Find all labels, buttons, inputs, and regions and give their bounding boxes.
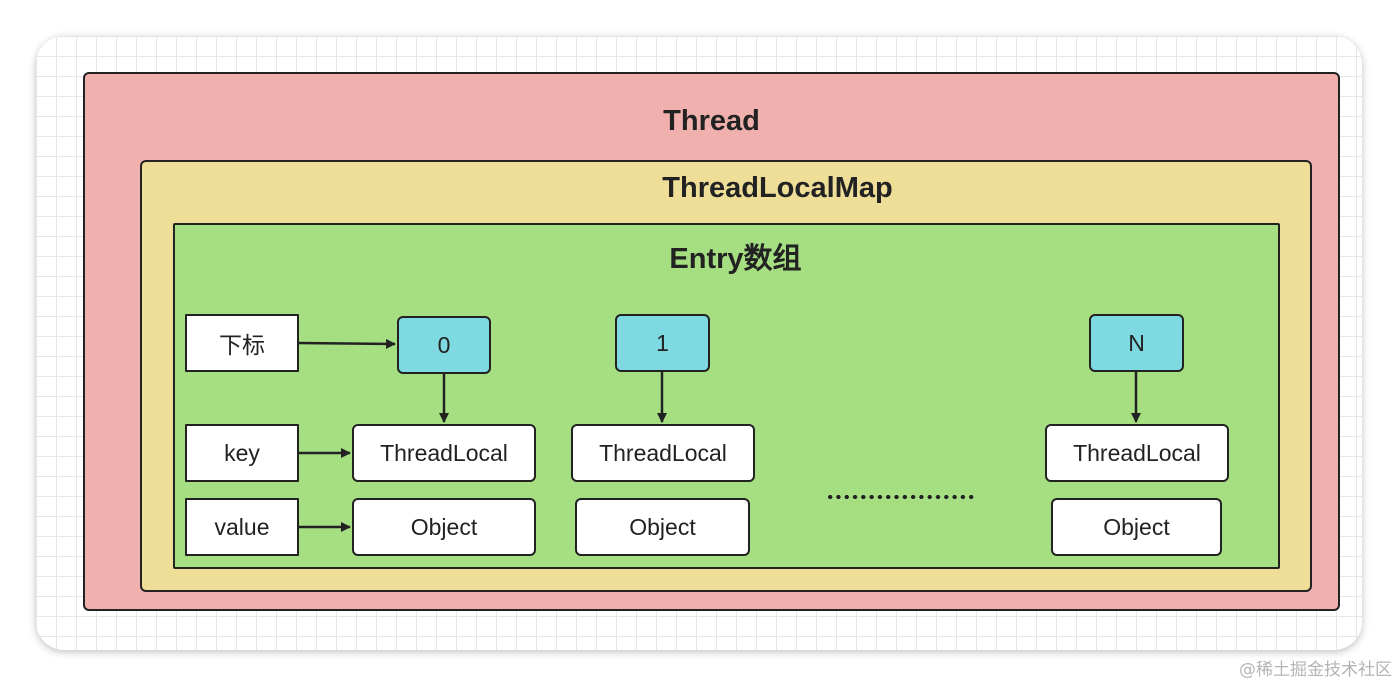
slot-0-key: ThreadLocal — [352, 424, 536, 482]
slot-0-value: Object — [352, 498, 536, 556]
slot-1-index: 1 — [615, 314, 710, 372]
index-row-label: 下标 — [185, 314, 299, 372]
slot-n-index: N — [1089, 314, 1184, 372]
slot-n-key: ThreadLocal — [1045, 424, 1229, 482]
slot-1-key: ThreadLocal — [571, 424, 755, 482]
slot-1-value: Object — [575, 498, 750, 556]
key-row-label: key — [185, 424, 299, 482]
thread-local-map-title: ThreadLocalMap — [662, 172, 893, 204]
slot-n-value: Object — [1051, 498, 1222, 556]
arrow-index-to-slot-0 — [298, 338, 396, 349]
watermark: @稀土掘金技术社区 — [1239, 660, 1392, 680]
entry-array-title: Entry数组 — [669, 243, 802, 275]
slot-0-index: 0 — [397, 316, 491, 374]
thread-title: Thread — [663, 105, 760, 137]
value-row-label: value — [185, 498, 299, 556]
ellipsis-dots — [826, 494, 974, 500]
